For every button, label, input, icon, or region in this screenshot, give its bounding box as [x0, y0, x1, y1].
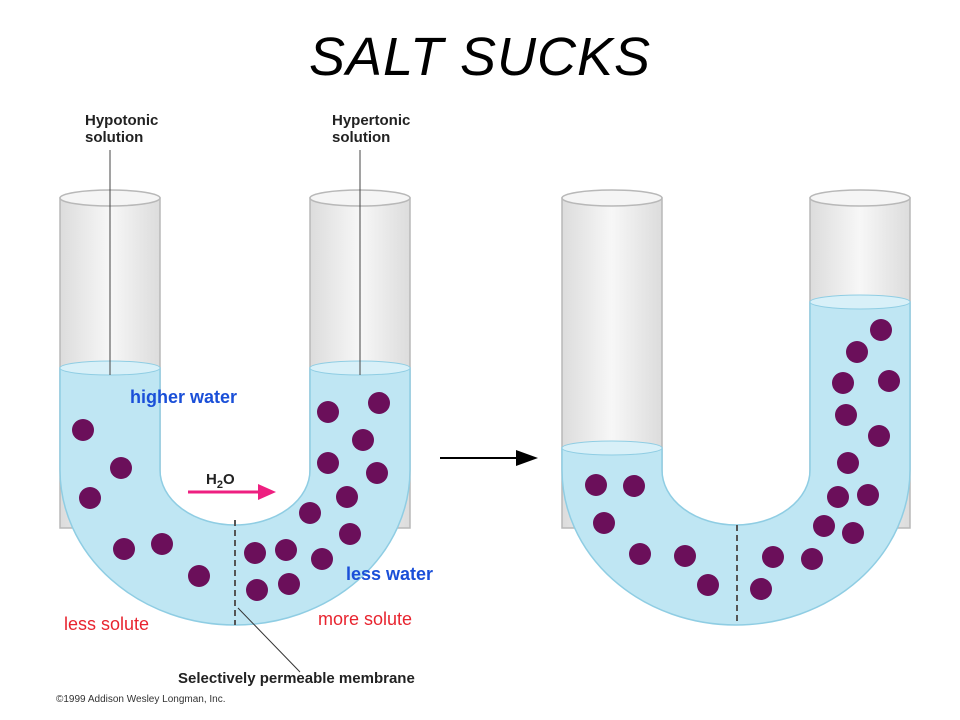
solute-particles: [585, 319, 900, 600]
right-arm-rim: [809, 189, 911, 207]
h2o-label: H2O: [206, 471, 235, 491]
right-water-surface: [809, 294, 911, 310]
higher-water-label: higher water: [130, 387, 237, 407]
h2o-arrow: [188, 484, 276, 500]
right-arrow-icon: [258, 484, 276, 500]
right-arrow-icon: [516, 450, 538, 466]
hypertonic-label-line2: solution: [332, 129, 390, 146]
hypotonic-label-line2: solution: [85, 129, 143, 146]
left-arm-rim: [561, 189, 663, 207]
solute-particles: [72, 392, 390, 601]
less-solute-label: less solute: [64, 614, 149, 634]
water: [561, 301, 911, 626]
less-water-label: less water: [346, 564, 433, 584]
membrane-pointer: [237, 607, 301, 673]
membrane-label: Selectively permeable membrane: [178, 670, 415, 687]
more-solute-label: more solute: [318, 609, 412, 629]
hypertonic-label-line1: Hypertonic: [332, 112, 410, 129]
copyright-text: ©1999 Addison Wesley Longman, Inc.: [56, 694, 226, 705]
process-arrow: [440, 450, 538, 466]
u-tube-after: [561, 189, 911, 626]
u-tube-before: Hypotonic solution Hypertonic solution h…: [56, 112, 433, 705]
left-water-surface: [561, 440, 663, 456]
page-title: SALT SUCKS: [308, 27, 652, 87]
hypotonic-label-line1: Hypotonic: [85, 112, 158, 129]
